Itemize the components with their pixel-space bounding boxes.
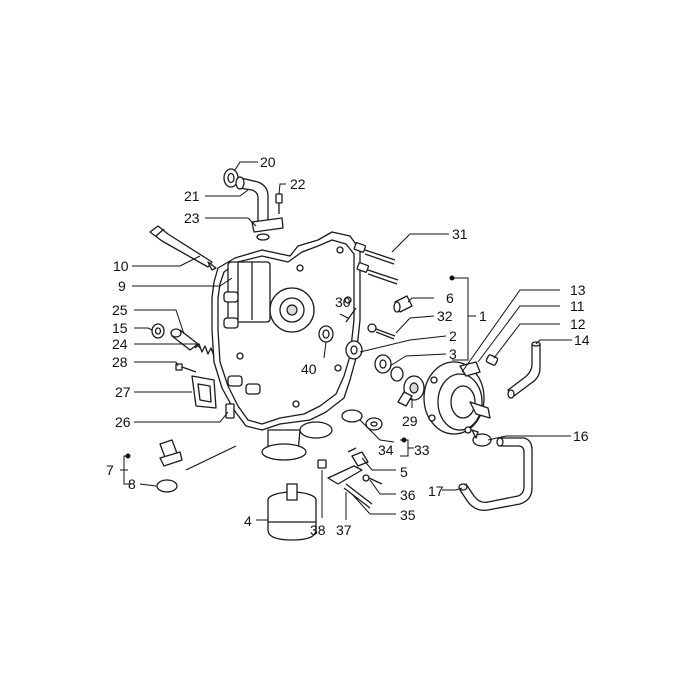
callout-27: 27 bbox=[115, 384, 131, 400]
leader-lines bbox=[120, 161, 572, 521]
callout-4: 4 bbox=[244, 513, 252, 529]
callout-24: 24 bbox=[112, 336, 128, 352]
callout-37: 37 bbox=[336, 522, 352, 538]
part-stud-30 bbox=[345, 307, 357, 323]
callout-16: 16 bbox=[573, 428, 589, 444]
callout-7: 7 bbox=[106, 462, 114, 478]
callout-26: 26 bbox=[115, 414, 131, 430]
callout-40: 40 bbox=[301, 361, 317, 377]
part-screw-22 bbox=[275, 193, 283, 214]
part-spring-24 bbox=[194, 343, 215, 357]
callout-17: 17 bbox=[428, 483, 444, 499]
part-seal-40 bbox=[318, 325, 334, 343]
callout-2: 2 bbox=[449, 328, 457, 344]
callout-29: 29 bbox=[402, 413, 418, 429]
part-plate-26 bbox=[225, 403, 235, 419]
callout-30: 30 bbox=[335, 294, 351, 310]
part-bolt-12 bbox=[485, 354, 499, 366]
part-filler-cap-7 bbox=[156, 439, 237, 493]
part-impeller-29 bbox=[397, 375, 425, 407]
callout-12: 12 bbox=[570, 316, 586, 332]
bracket-1 bbox=[449, 275, 476, 361]
callout-21: 21 bbox=[184, 188, 200, 204]
part-bolt-31 bbox=[353, 242, 399, 285]
part-hose-17 bbox=[458, 437, 533, 511]
callout-1: 1 bbox=[479, 308, 487, 324]
part-elbow-pipe-21 bbox=[235, 176, 269, 227]
part-sensor-5 bbox=[347, 447, 369, 467]
callout-15: 15 bbox=[112, 320, 128, 336]
part-bracket-35 bbox=[327, 465, 373, 509]
callout-32: 32 bbox=[437, 308, 453, 324]
callout-11: 11 bbox=[570, 298, 585, 314]
callout-33: 33 bbox=[414, 442, 430, 458]
callout-36: 36 bbox=[400, 487, 416, 503]
part-hose-14 bbox=[507, 341, 541, 399]
part-cover-9 bbox=[211, 231, 361, 461]
part-shaft-10 bbox=[149, 225, 217, 271]
part-flange-23 bbox=[251, 217, 284, 241]
callout-labels: 20 21 22 23 10 9 31 6 1 30 32 2 3 40 25 … bbox=[106, 154, 590, 538]
callout-31: 31 bbox=[452, 226, 468, 242]
callout-6: 6 bbox=[446, 290, 454, 306]
part-seal-3 bbox=[374, 354, 404, 382]
callout-9: 9 bbox=[118, 278, 126, 294]
part-washer-34 bbox=[341, 409, 363, 423]
part-sleeve-25 bbox=[170, 328, 199, 351]
part-seal-15 bbox=[151, 323, 165, 339]
callout-10: 10 bbox=[113, 258, 129, 274]
bracket-33 bbox=[400, 437, 414, 457]
part-screw-28 bbox=[175, 363, 197, 373]
callout-14: 14 bbox=[574, 332, 590, 348]
part-oil-filter-4 bbox=[267, 483, 317, 541]
callout-5: 5 bbox=[400, 464, 408, 480]
callout-22: 22 bbox=[290, 176, 306, 192]
part-seal-2 bbox=[345, 340, 363, 360]
callout-3: 3 bbox=[449, 346, 457, 362]
callout-28: 28 bbox=[112, 354, 128, 370]
part-clip-38 bbox=[317, 459, 327, 469]
callout-20: 20 bbox=[260, 154, 276, 170]
part-bolt-36 bbox=[362, 474, 383, 485]
callout-8: 8 bbox=[128, 476, 136, 492]
part-clamp-16 bbox=[471, 429, 492, 447]
callout-35: 35 bbox=[400, 507, 416, 523]
part-plug-33 bbox=[365, 417, 383, 431]
callout-25: 25 bbox=[112, 302, 128, 318]
callout-38: 38 bbox=[310, 522, 326, 538]
part-plate-27 bbox=[191, 375, 217, 409]
part-dowel-6 bbox=[393, 295, 413, 313]
part-pump-housing-13 bbox=[423, 361, 491, 435]
callout-23: 23 bbox=[184, 210, 200, 226]
part-bolt-32 bbox=[367, 323, 396, 340]
callout-34: 34 bbox=[378, 442, 394, 458]
callout-13: 13 bbox=[570, 282, 586, 298]
